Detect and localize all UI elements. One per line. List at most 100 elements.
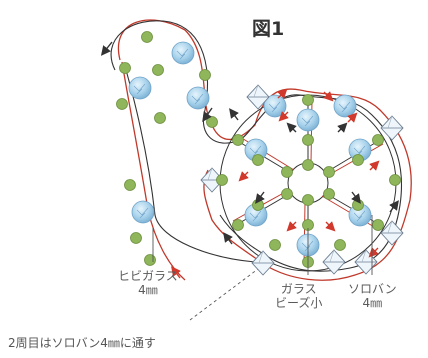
bead-body — [131, 200, 155, 224]
green-seed-bead-icon — [352, 199, 364, 211]
diagram-caption: 2周目はソロバン4㎜に通す — [8, 336, 156, 350]
green-seed-bead-icon — [323, 188, 335, 200]
bead-crackle — [353, 210, 366, 222]
green-seed-bead-icon — [389, 174, 401, 186]
blue-crackle-bead-icon — [333, 94, 357, 118]
bead-crackle — [136, 207, 149, 219]
direction-arrow-icon — [278, 111, 289, 122]
green-seed-bead-icon — [152, 64, 164, 76]
green-seed-bead-icon — [232, 134, 244, 146]
direction-arrow-icon — [337, 122, 348, 133]
direction-arrow-icon — [369, 160, 380, 171]
bead-crackle — [338, 101, 351, 113]
glass-label: ガラス — [280, 282, 317, 296]
bead-crackle — [249, 145, 262, 157]
direction-arrow-icon — [255, 191, 265, 204]
direction-arrow-icon — [351, 191, 361, 204]
bicone-facet — [207, 167, 213, 181]
green-seed-bead-icon — [302, 94, 314, 106]
beads-small-label: ビーズ小 — [275, 296, 323, 310]
green-seed-bead-icon — [302, 194, 314, 206]
thread-dashed-leader — [189, 265, 263, 321]
bead-crackle — [191, 93, 204, 105]
green-seed-bead-icon — [144, 254, 156, 266]
bead-crackle — [133, 83, 146, 95]
bicone-crystal-icon — [251, 250, 275, 276]
direction-arrow-icon — [389, 200, 399, 213]
blue-crackle-bead-icon — [171, 41, 195, 65]
blue-crackle-bead-icon — [186, 86, 210, 110]
bead-body — [186, 86, 210, 110]
bead-body — [128, 76, 152, 100]
bead-body — [333, 94, 357, 118]
hibi-glass-label: ヒビガラス 4㎜ — [118, 269, 178, 297]
bicone-crystal-icon — [322, 249, 346, 275]
direction-arrow-icon — [277, 88, 288, 99]
green-seed-bead-icon — [281, 166, 293, 178]
green-seed-bead-icon — [334, 239, 346, 251]
green-seed-bead-icon — [372, 134, 384, 146]
bicone-crystal-icon — [380, 115, 404, 141]
blue-crackle-bead-icon — [128, 76, 152, 100]
direction-arrow-icon — [171, 266, 181, 279]
hibi-glass-size: 4㎜ — [138, 283, 158, 297]
green-seed-bead-icon — [252, 199, 264, 211]
direction-arrow-icon — [238, 171, 249, 182]
green-seed-bead-icon — [119, 62, 131, 74]
bicone-crystal-icon — [354, 249, 378, 275]
direction-arrow-icon — [286, 221, 297, 232]
hibi-glass-name: ヒビガラス — [118, 269, 178, 283]
green-seed-bead-icon — [199, 69, 211, 81]
direction-arrows — [100, 41, 399, 279]
green-seed-bead-icon — [269, 239, 281, 251]
blue-crackle-bead-icon — [131, 200, 155, 224]
green-seed-bead-icon — [302, 159, 314, 171]
green-seed-bead-icon — [154, 112, 166, 124]
direction-arrow-icon — [229, 108, 239, 121]
green-seed-bead-icon — [124, 179, 136, 191]
bicone-crystal-icon — [380, 220, 404, 246]
bicone-facet — [387, 115, 393, 129]
green-seed-bead-icon — [323, 166, 335, 178]
bicone-crystal-icon — [246, 84, 270, 110]
glass-beads-small-label: ガラス ビーズ小 — [275, 282, 322, 310]
soroban-size: 4㎜ — [362, 296, 383, 310]
thread-black-tail — [125, 69, 256, 263]
label-leaders — [152, 215, 373, 275]
green-seed-bead-icon — [116, 98, 128, 110]
bicone-facet — [329, 249, 335, 263]
green-seed-beads — [116, 31, 401, 268]
green-seed-bead-icon — [216, 174, 228, 186]
green-seed-bead-icon — [352, 154, 364, 166]
direction-arrow-icon — [368, 247, 379, 258]
green-seed-bead-icon — [252, 154, 264, 166]
bead-body — [171, 41, 195, 65]
soroban-name: ソロバン — [348, 282, 397, 296]
green-seed-bead-icon — [302, 134, 314, 146]
bicone-facet — [253, 84, 259, 98]
bicone-facet — [387, 220, 393, 234]
green-seed-bead-icon — [281, 188, 293, 200]
bead-body — [296, 108, 320, 132]
direction-arrow-icon — [100, 41, 113, 56]
bead-crackle — [249, 210, 262, 222]
direction-arrow-icon — [347, 112, 358, 123]
figure-title: 図1 — [252, 18, 285, 40]
green-seed-bead-icon — [130, 232, 142, 244]
soroban-label: ソロバン 4㎜ — [348, 282, 397, 310]
bead-crackle — [268, 101, 281, 113]
bead-crackle — [301, 240, 314, 252]
direction-arrow-icon — [323, 91, 334, 102]
green-seed-bead-icon — [141, 31, 153, 43]
blue-crackle-beads — [128, 41, 372, 257]
direction-arrow-icon — [223, 232, 233, 245]
bead-crackle — [176, 48, 189, 60]
bicone-facet — [258, 250, 264, 264]
bead-crackle — [301, 115, 314, 127]
bicone-facet — [361, 249, 367, 263]
direction-arrow-icon — [325, 221, 336, 232]
green-seed-bead-icon — [206, 116, 218, 128]
green-seed-bead-icon — [232, 219, 244, 231]
